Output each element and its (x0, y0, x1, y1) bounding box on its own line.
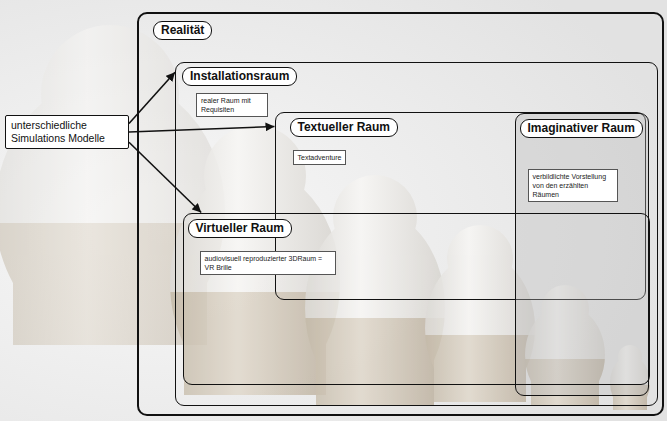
space-heading: Installationsraum (182, 67, 297, 86)
space-description: audiovisuell reproduzierter 3DRaum = VR … (200, 251, 336, 275)
space-description: verbildlichte Vorstellung von den erzähl… (528, 169, 618, 202)
imaginative-space-box: Imaginativer Raum verbildlichte Vorstellu… (515, 113, 649, 396)
pointer-arrow (129, 72, 175, 123)
doll-figure (305, 175, 445, 405)
pointer-arrow (129, 127, 275, 132)
space-description: realer Raum mit Requisiten (196, 93, 268, 117)
space-heading: Imaginativer Raum (520, 119, 643, 138)
space-heading: Textueller Raum (290, 118, 398, 137)
installation-space-box: Textueller RaumTextadventure Imaginativer… (175, 62, 658, 406)
callout-box: unterschiedliche Simulations Modelle (5, 115, 129, 149)
reality-region: Textueller RaumTextadventure Imaginativer… (137, 12, 664, 416)
callout-text: unterschiedliche Simulations Modelle (11, 119, 123, 145)
virtual-space-box: Virtueller Raum audiovisuell reproduziert… (183, 213, 650, 385)
space-heading: Realität (153, 21, 212, 40)
space-description: Textadventure (293, 150, 347, 165)
pointer-arrow (129, 142, 201, 212)
space-heading: Virtueller Raum (188, 219, 292, 238)
